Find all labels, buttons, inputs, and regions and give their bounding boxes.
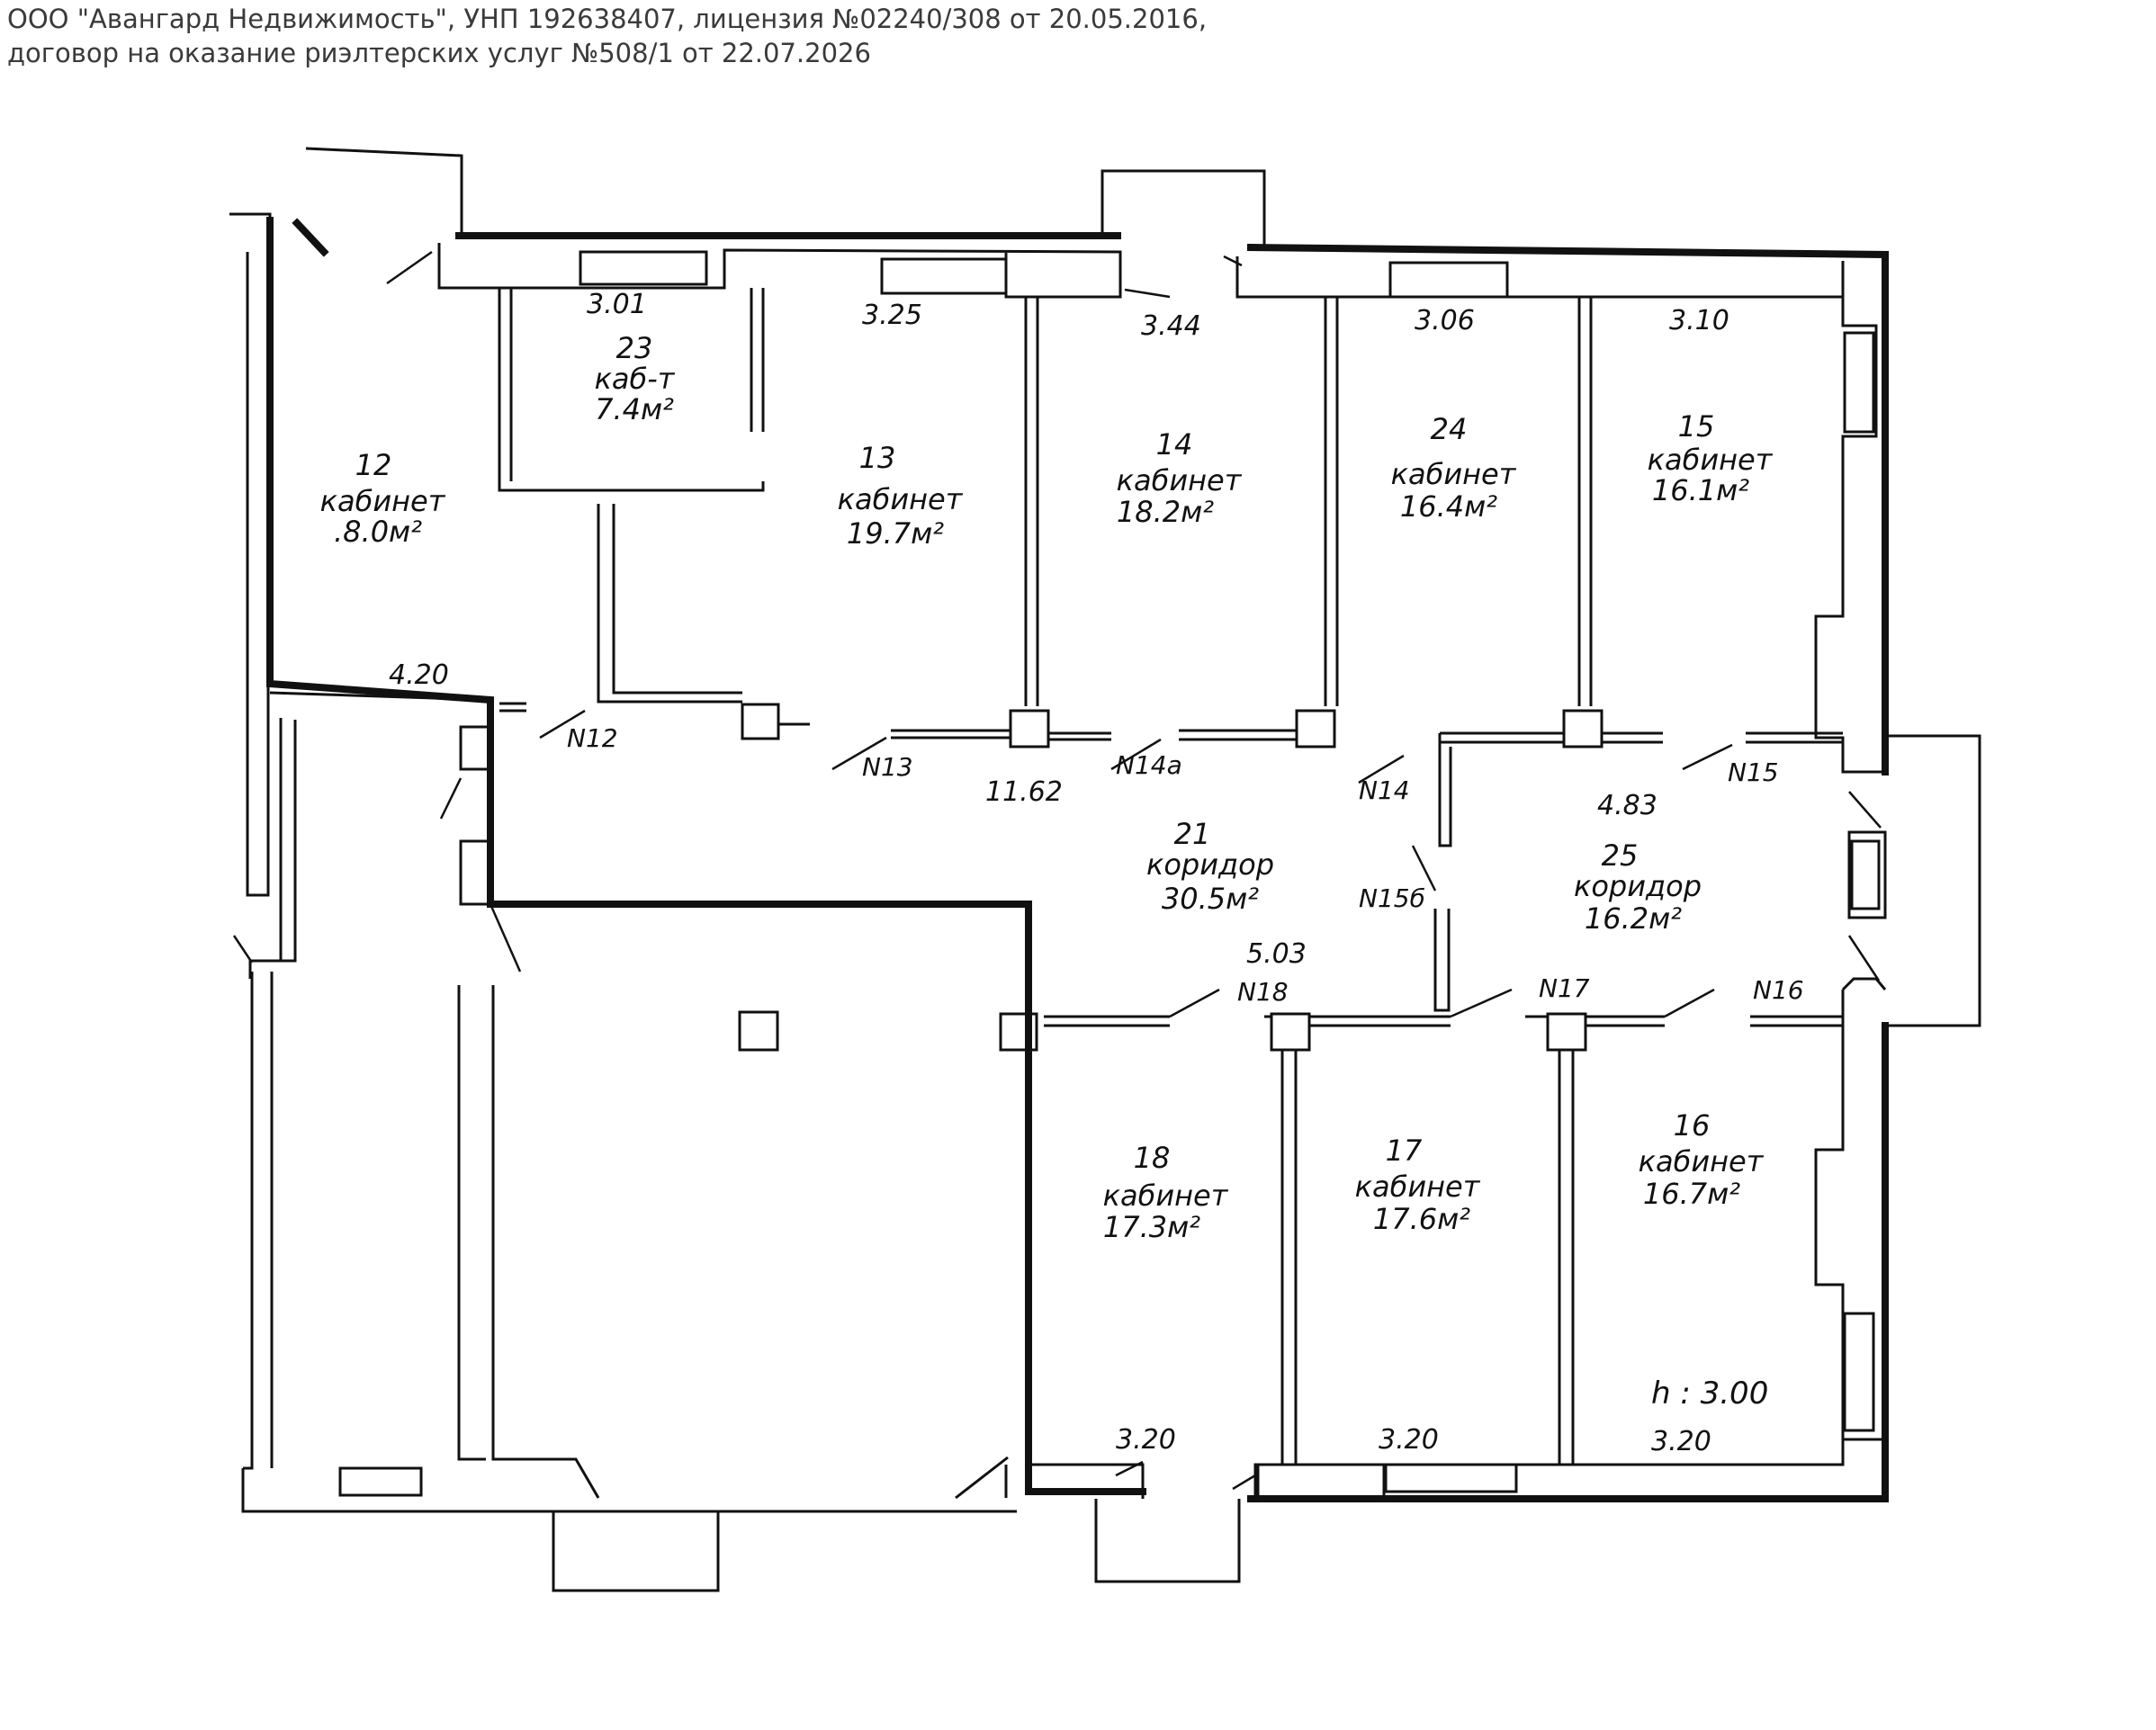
door-n14a: N14a	[1116, 750, 1182, 780]
header-line-2: договор на оказание риэлтерских услуг №5…	[7, 38, 871, 68]
interior-partitions	[459, 288, 1887, 1465]
thin-walls	[229, 147, 1981, 1592]
door-n18: N18	[1237, 977, 1289, 1007]
svg-text:17: 17	[1386, 1134, 1423, 1168]
svg-text:18: 18	[1134, 1141, 1171, 1175]
svg-text:30.5м²: 30.5м²	[1162, 882, 1259, 916]
svg-text:25: 25	[1602, 838, 1639, 873]
door-n13: N13	[862, 752, 913, 782]
door-labels: N12 N13 N14a N14 N15 N15б N18 N17 N16	[567, 723, 1804, 1007]
svg-text:кабинет: кабинет	[320, 484, 446, 518]
svg-text:каб-т: каб-т	[595, 362, 676, 396]
svg-text:кабинет: кабинет	[1639, 1144, 1765, 1179]
header-line-1: ООО "Авангард Недвижимость", УНП 1926384…	[7, 4, 1208, 34]
svg-text:16.1м²: 16.1м²	[1652, 473, 1749, 507]
svg-text:17.6м²: 17.6м²	[1373, 1202, 1470, 1236]
document-header: ООО "Авангард Недвижимость", УНП 1926384…	[7, 2, 1207, 70]
door-n16: N16	[1753, 975, 1804, 1005]
dim-3-20-right: 3.20	[1651, 1426, 1711, 1457]
svg-text:.8.0м²: .8.0м²	[334, 515, 422, 549]
svg-text:16: 16	[1674, 1108, 1711, 1143]
svg-text:кабинет: кабинет	[1117, 463, 1243, 497]
dim-3-01: 3.01	[587, 289, 647, 320]
dim-3-10: 3.10	[1669, 305, 1729, 336]
dim-5-03: 5.03	[1246, 938, 1307, 970]
dim-3-25: 3.25	[862, 300, 922, 331]
room-17: 17 кабинет 17.6м²	[1355, 1134, 1481, 1236]
door-n12: N12	[567, 723, 618, 753]
svg-text:15: 15	[1678, 409, 1715, 444]
svg-text:16.2м²: 16.2м²	[1585, 901, 1682, 936]
svg-text:14: 14	[1156, 427, 1193, 462]
dim-3-20-middle: 3.20	[1379, 1424, 1439, 1456]
dim-11-62: 11.62	[985, 776, 1063, 808]
svg-text:кабинет: кабинет	[838, 482, 964, 516]
room-18: 18 кабинет 17.3м²	[1103, 1141, 1229, 1244]
door-swings	[232, 250, 1882, 1491]
svg-text:кабинет: кабинет	[1355, 1170, 1481, 1204]
room-24: 24 кабинет 16.4м²	[1391, 412, 1517, 524]
svg-text:12: 12	[355, 448, 392, 482]
svg-text:16.4м²: 16.4м²	[1400, 489, 1497, 524]
room-23: 23 каб-т 7.4м²	[595, 331, 676, 426]
door-n15b: N15б	[1359, 883, 1425, 913]
room-labels: 23 каб-т 7.4м² 12 кабинет .8.0м² 13 каби…	[320, 331, 1774, 1244]
room-15: 15 кабинет 16.1м²	[1648, 409, 1774, 507]
dim-4-20: 4.20	[389, 659, 449, 691]
svg-text:7.4м²: 7.4м²	[595, 392, 674, 426]
svg-text:13: 13	[859, 441, 896, 475]
room-12: 12 кабинет .8.0м²	[320, 448, 446, 549]
door-n17: N17	[1539, 973, 1590, 1003]
room-14: 14 кабинет 18.2м²	[1117, 427, 1243, 529]
room-16: 16 кабинет 16.7м²	[1639, 1108, 1765, 1211]
svg-text:23: 23	[616, 331, 653, 365]
svg-text:кабинет: кабинет	[1648, 443, 1774, 477]
dim-3-06: 3.06	[1415, 305, 1475, 336]
dim-3-44: 3.44	[1141, 310, 1201, 342]
svg-text:19.7м²: 19.7м²	[847, 516, 944, 551]
svg-text:коридор: коридор	[1146, 847, 1274, 882]
svg-text:коридор: коридор	[1574, 869, 1702, 903]
door-n14: N14	[1359, 775, 1410, 805]
svg-text:18.2м²: 18.2м²	[1117, 495, 1214, 529]
svg-text:17.3м²: 17.3м²	[1103, 1210, 1200, 1244]
room-25-corridor: 25 коридор 16.2м²	[1574, 838, 1702, 936]
door-n15: N15	[1728, 757, 1779, 787]
room-21-corridor: 21 коридор 30.5м²	[1146, 817, 1274, 916]
dim-4-83: 4.83	[1597, 790, 1657, 821]
room-13: 13 кабинет 19.7м²	[838, 441, 964, 551]
svg-text:16.7м²: 16.7м²	[1643, 1177, 1740, 1211]
svg-text:кабинет: кабинет	[1391, 457, 1517, 491]
svg-text:21: 21	[1174, 817, 1211, 851]
svg-text:24: 24	[1431, 412, 1468, 446]
dimension-labels: 3.01 3.25 3.44 3.06 3.10 4.20 11.62 4.83…	[389, 289, 1768, 1457]
ceiling-height: h : 3.00	[1651, 1376, 1768, 1412]
dim-3-20-left: 3.20	[1116, 1424, 1176, 1456]
svg-text:кабинет: кабинет	[1103, 1179, 1229, 1213]
